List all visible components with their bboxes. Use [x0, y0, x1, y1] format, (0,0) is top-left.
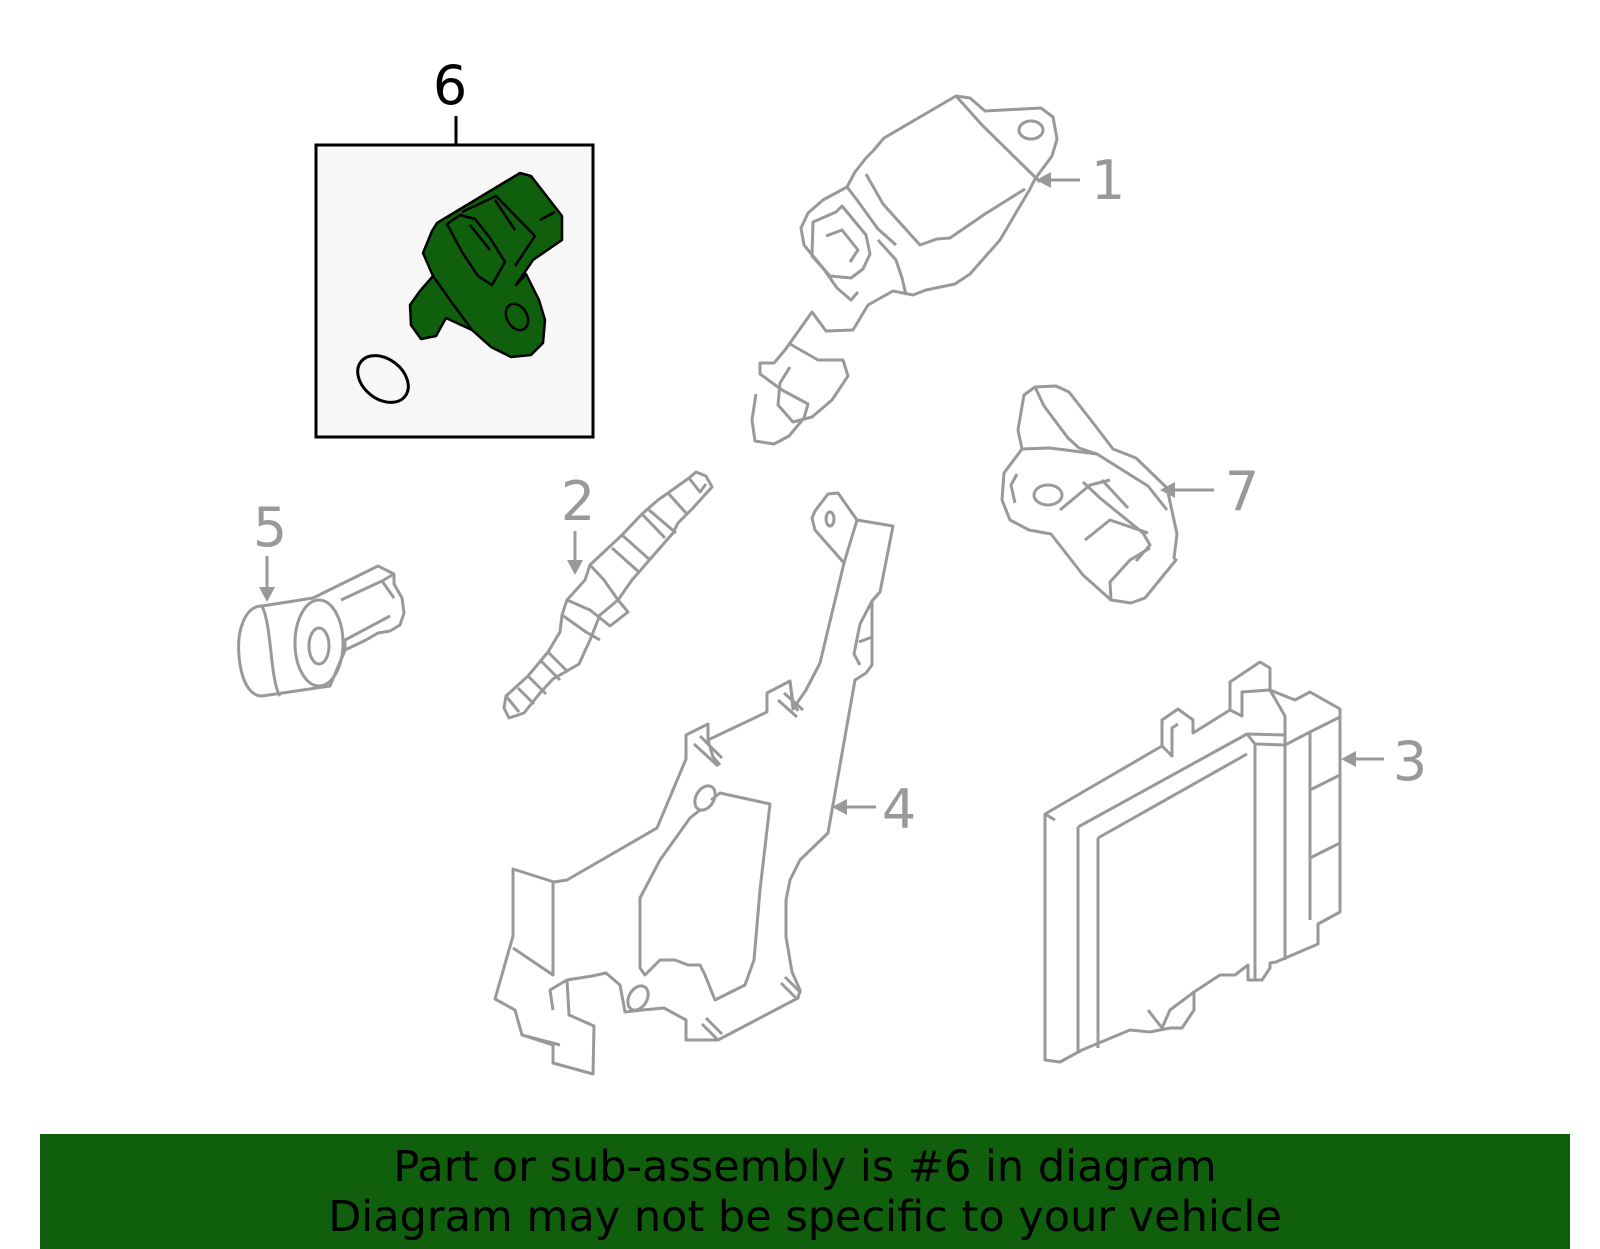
part-3-group[interactable]: 3 [1043, 660, 1427, 1064]
callout-2-arrowhead [567, 560, 583, 575]
banner-line-2: Diagram may not be specific to your vehi… [328, 1191, 1282, 1242]
info-banner: Part or sub-assembly is #6 in diagram Di… [40, 1134, 1570, 1249]
callout-3-arrowhead [1341, 751, 1356, 767]
callout-2: 2 [561, 470, 595, 533]
crankshaft-sensor-icon [1000, 384, 1179, 605]
callout-6: 6 [433, 54, 467, 117]
callout-4-arrowhead [832, 799, 847, 815]
o-ring-icon [356, 354, 410, 404]
callout-1-arrowhead [1036, 172, 1051, 188]
ignition-coil-icon [750, 94, 1059, 446]
banner-line-1: Part or sub-assembly is #6 in diagram [393, 1141, 1217, 1192]
callout-3: 3 [1393, 730, 1427, 793]
spark-plug-icon [502, 470, 714, 720]
callout-4: 4 [882, 778, 916, 841]
part-5-group[interactable]: 5 [237, 496, 406, 698]
callout-5: 5 [253, 496, 287, 559]
part-6-group[interactable]: 6 [314, 54, 595, 439]
callout-7: 7 [1225, 460, 1259, 523]
timing-cover-icon [493, 491, 895, 1076]
ecm-module-icon [1043, 660, 1342, 1064]
callout-5-arrowhead [259, 587, 275, 602]
part-2-group[interactable]: 2 [502, 470, 714, 720]
part-7-group[interactable]: 7 [1000, 384, 1259, 605]
part-1-group[interactable]: 1 [750, 94, 1125, 446]
callout-7-arrowhead [1160, 482, 1175, 498]
part-4-group[interactable]: 4 [493, 491, 916, 1076]
callout-1: 1 [1091, 149, 1125, 212]
knock-sensor-icon [237, 564, 406, 698]
camshaft-sensor-icon [408, 171, 564, 359]
